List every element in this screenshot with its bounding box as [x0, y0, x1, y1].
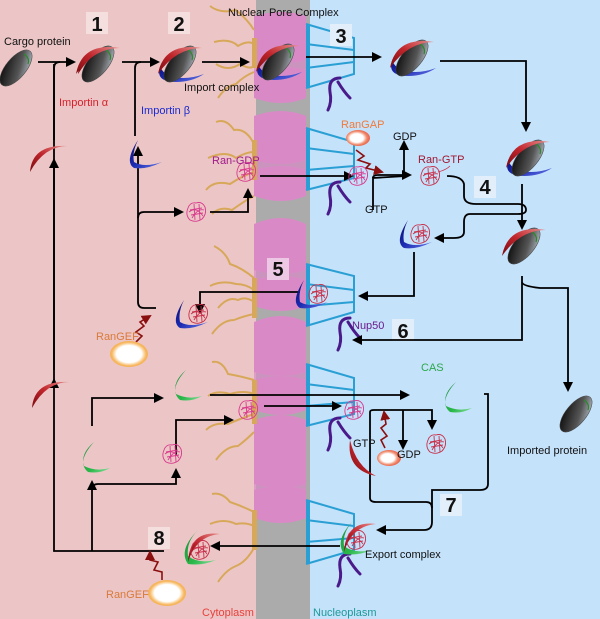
step-6: 6: [397, 321, 408, 343]
label-ran-gdp: Ran-GDP: [212, 155, 260, 167]
label-nuclear-pore-complex: Nuclear Pore Complex: [228, 7, 339, 19]
step-8: 8: [153, 528, 164, 550]
label-ran-gef-bottom: RanGEF: [106, 589, 149, 601]
step-labels: 1 2 3 4 5 6 7 8: [86, 12, 496, 550]
nuclear-pore-2: [254, 111, 306, 201]
label-gdp-top: GDP: [393, 131, 417, 143]
cargo-importin-alpha-icon-2: [501, 222, 547, 270]
label-importin-beta: Importin β: [141, 105, 190, 117]
import-complex-icon-4: [505, 134, 552, 182]
step-4: 4: [479, 177, 491, 199]
label-imported-protein: Imported protein: [507, 445, 587, 457]
label-ran-gtp: Ran-GTP: [418, 154, 464, 166]
label-import-complex: Import complex: [184, 82, 260, 94]
label-export-complex: Export complex: [365, 549, 441, 561]
cargo-importin-alpha-icon: [75, 40, 121, 88]
import-complex-icon-2: [255, 38, 302, 86]
pathway-arrows: [38, 52, 573, 552]
label-cytoplasm: Cytoplasm: [202, 607, 254, 619]
importin-beta-ran-gtp-icon-3: [175, 300, 209, 329]
step-2: 2: [173, 14, 184, 36]
import-complex-icon-3: [389, 34, 436, 82]
label-nucleoplasm: Nucleoplasm: [313, 607, 377, 619]
label-cargo-protein: Cargo protein: [4, 36, 71, 48]
ran-gef-icon: [110, 341, 148, 367]
ran-gef-icon-2: [148, 580, 186, 606]
step-1: 1: [91, 14, 102, 36]
export-complex-icon: [340, 520, 376, 555]
step-3: 3: [335, 26, 346, 48]
label-gtp-bottom: GTP: [353, 438, 376, 450]
importin-alpha-icon-3: [349, 440, 376, 476]
import-complex-icon-1: [157, 40, 204, 88]
molecules: [0, 34, 599, 606]
label-cas: CAS: [421, 362, 444, 374]
importin-beta-ran-gtp-icon-2: [295, 280, 329, 309]
cytoplasm-region: [0, 0, 256, 619]
ran-gap-icon: [346, 130, 370, 146]
importin-beta-ran-gtp-icon: [399, 220, 432, 249]
step-7: 7: [445, 495, 456, 517]
nuclear-pore-5: [254, 415, 306, 523]
export-complex-icon-2: [184, 530, 220, 565]
text-labels: Cargo protein Importin α Importin β Impo…: [4, 7, 587, 619]
label-gdp-bottom: GDP: [397, 449, 421, 461]
label-importin-alpha: Importin α: [59, 97, 109, 109]
label-nup50: Nup50: [352, 320, 384, 332]
importin-alpha-icon-2: [32, 381, 70, 408]
ran-activity-arrows: [134, 149, 391, 580]
step-5: 5: [272, 259, 283, 281]
label-ran-gap: RanGAP: [341, 119, 384, 131]
importin-alpha-icon: [30, 145, 68, 172]
label-ran-gef-top: RanGEF: [96, 331, 139, 343]
importin-beta-icon: [129, 140, 162, 169]
nuclear-pore-4: [254, 316, 306, 415]
label-gtp-top: GTP: [365, 204, 388, 216]
